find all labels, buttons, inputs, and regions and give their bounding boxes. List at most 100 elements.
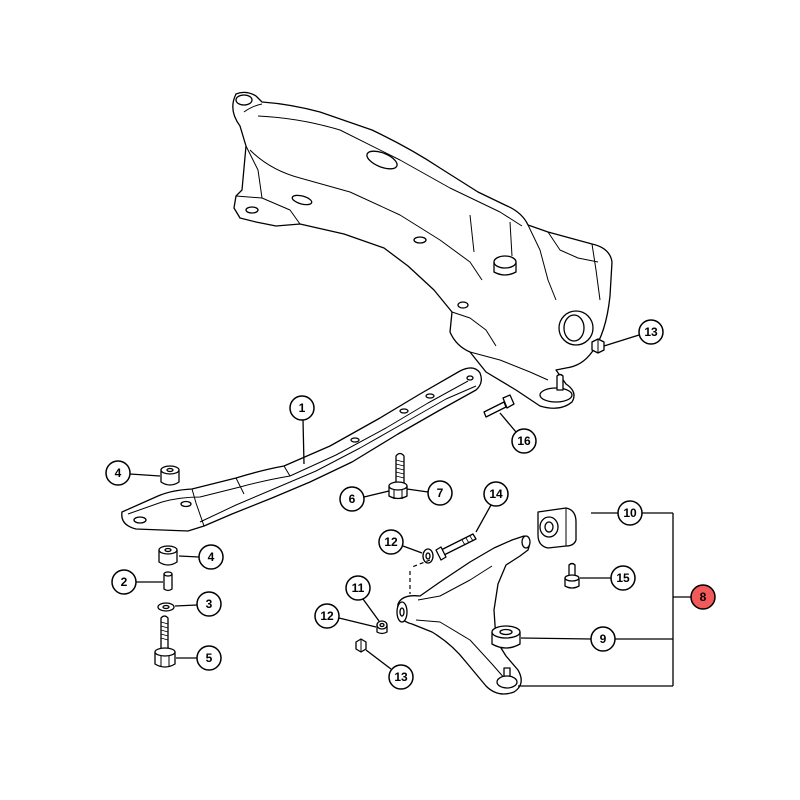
callout-3: 3 xyxy=(174,591,222,617)
callout-15: 15 xyxy=(580,565,636,591)
callout-4-lower: 4 xyxy=(178,544,224,570)
callout-8-highlighted: 8 xyxy=(673,584,716,610)
callout-circle xyxy=(339,486,365,512)
control-arm-upper-ridge xyxy=(417,565,493,601)
callout-label: 15 xyxy=(616,571,630,585)
cradle-mount-pad xyxy=(539,387,573,403)
callout-11: 11 xyxy=(345,575,380,622)
assembly-dashed-line xyxy=(411,559,431,568)
callout-1: 1 xyxy=(289,395,315,465)
crossmember-outline xyxy=(121,367,482,532)
callout-circle xyxy=(610,565,636,591)
bolt-shank xyxy=(160,615,169,653)
rear-bushing-bracket xyxy=(537,507,577,549)
leader-line xyxy=(363,490,390,498)
callout-circle xyxy=(105,460,131,486)
bushing-hole xyxy=(499,628,513,636)
callout-5: 5 xyxy=(176,645,222,671)
crossmember-step-3 xyxy=(283,465,291,477)
callout-circle xyxy=(198,544,224,570)
crossmember-bolt xyxy=(154,615,176,668)
cradle-right-bracket xyxy=(591,243,601,301)
lower-insulator-bushing xyxy=(158,545,178,566)
callout-12-bolt: 12 xyxy=(378,529,423,555)
callout-label: 4 xyxy=(115,466,122,480)
cradle-flange-line xyxy=(235,195,301,225)
cradle-flange-hole xyxy=(245,206,259,214)
control-arm-outline xyxy=(397,535,530,695)
cradle-top-ridge xyxy=(257,115,523,227)
bolt-head-facet xyxy=(393,490,403,499)
crossmember-hole-4 xyxy=(399,408,409,414)
leader-line xyxy=(406,488,429,493)
washer-hole xyxy=(162,604,170,610)
callout-12-arm: 12 xyxy=(314,603,377,629)
callout-circle xyxy=(289,395,315,421)
callout-9: 9 xyxy=(520,626,673,652)
cradle-small-hole-2 xyxy=(457,301,469,309)
cradle-bolt xyxy=(483,394,515,418)
callout-circle-highlighted xyxy=(690,584,716,610)
bolt-head xyxy=(502,394,515,409)
leader-line xyxy=(129,473,161,477)
bolt-thread xyxy=(461,535,474,546)
cradle-knuckle-hole-inner xyxy=(563,314,585,342)
assembly-bracket xyxy=(518,513,674,687)
callout-7: 7 xyxy=(406,480,453,506)
cradle-left-leg-line xyxy=(245,145,263,199)
bolt-thread xyxy=(395,459,405,479)
callout-circle xyxy=(483,481,509,507)
cradle-middle-groove xyxy=(249,149,483,281)
front-bushing-hole xyxy=(399,607,405,617)
callout-2: 2 xyxy=(111,569,163,595)
cradle-outline xyxy=(232,91,613,409)
crossmember-bottom-ridge xyxy=(199,385,477,523)
crossmember-hole-5 xyxy=(425,393,435,399)
bolt-flange xyxy=(564,574,580,582)
callout-14: 14 xyxy=(475,481,509,533)
bolt-flange xyxy=(154,647,176,657)
callout-label: 2 xyxy=(121,575,128,589)
sleeve-body xyxy=(163,573,173,592)
leader-line xyxy=(499,412,517,433)
leader-line xyxy=(174,604,198,607)
bracket-bore-inner xyxy=(544,521,554,533)
rear-bushing xyxy=(491,625,521,649)
bushing-hole xyxy=(164,547,172,553)
cradle-knuckle-edge-2 xyxy=(547,231,599,263)
callout-label: 16 xyxy=(517,434,531,448)
bolt-head xyxy=(435,546,447,561)
callout-circle xyxy=(111,569,137,595)
control-arm-lower-ridge xyxy=(415,619,507,681)
callout-10: 10 xyxy=(591,500,673,526)
bracket-bolt xyxy=(564,562,580,589)
callout-label: 6 xyxy=(349,492,356,506)
callout-circle xyxy=(638,319,664,345)
callout-label: 12 xyxy=(320,609,334,623)
cradle-lower-edge-1 xyxy=(451,311,497,347)
washer xyxy=(157,602,175,612)
callout-label: 13 xyxy=(644,325,658,339)
callout-circle xyxy=(511,428,537,454)
leader-line xyxy=(362,598,380,622)
callout-circle xyxy=(590,626,616,652)
control-arm-pin xyxy=(521,535,531,549)
cradle-side-recess xyxy=(291,194,313,206)
callout-label: 13 xyxy=(394,670,408,684)
washer-hole xyxy=(379,622,385,628)
washer-hole xyxy=(425,552,431,560)
ball-joint xyxy=(496,675,518,689)
cradle-mount-stud xyxy=(556,373,564,391)
callout-label: 11 xyxy=(352,581,365,595)
cradle-top-recess xyxy=(366,150,398,170)
callout-13-lower: 13 xyxy=(365,649,414,690)
cradle-lower-edge-2 xyxy=(469,351,549,381)
lower-control-arm xyxy=(396,535,531,695)
sleeve-top xyxy=(163,571,173,577)
callout-circle xyxy=(314,603,340,629)
leader-line xyxy=(402,545,423,554)
callout-label: 8 xyxy=(700,590,707,604)
callout-label: 3 xyxy=(206,597,213,611)
stud-bolt xyxy=(388,452,408,500)
